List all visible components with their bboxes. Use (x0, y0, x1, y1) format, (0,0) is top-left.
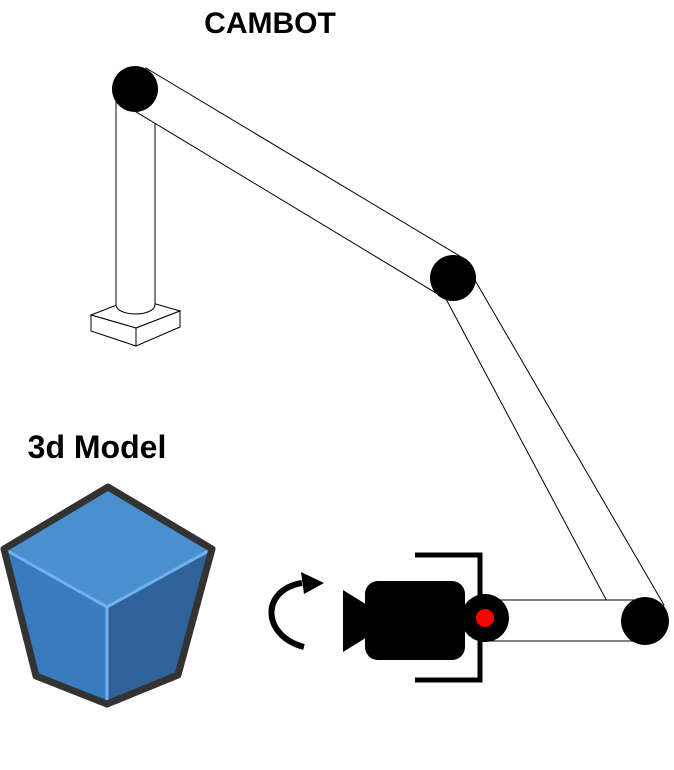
video-camera-icon (343, 552, 509, 683)
rotate-arrow-icon (268, 572, 324, 650)
arm-segment-upper (127, 67, 464, 297)
cube-face-right (107, 549, 212, 704)
camera-lens-hood (343, 590, 372, 652)
cube-outline (0, 483, 216, 708)
arm-joint-shoulder (112, 66, 158, 112)
cube-face-left (4, 549, 107, 704)
diagram-title: CAMBOT (204, 7, 336, 40)
robot-arm-icon (89, 66, 669, 645)
camera-body (365, 581, 465, 660)
arm-joint-elbow (430, 255, 476, 301)
arm-segment-forearm (436, 269, 665, 638)
model-label: 3d Model (28, 429, 167, 465)
camera-record-dot (476, 609, 494, 627)
cube-icon (0, 483, 216, 708)
arm-column (115, 88, 156, 315)
arm-joint-wrist (621, 597, 669, 645)
